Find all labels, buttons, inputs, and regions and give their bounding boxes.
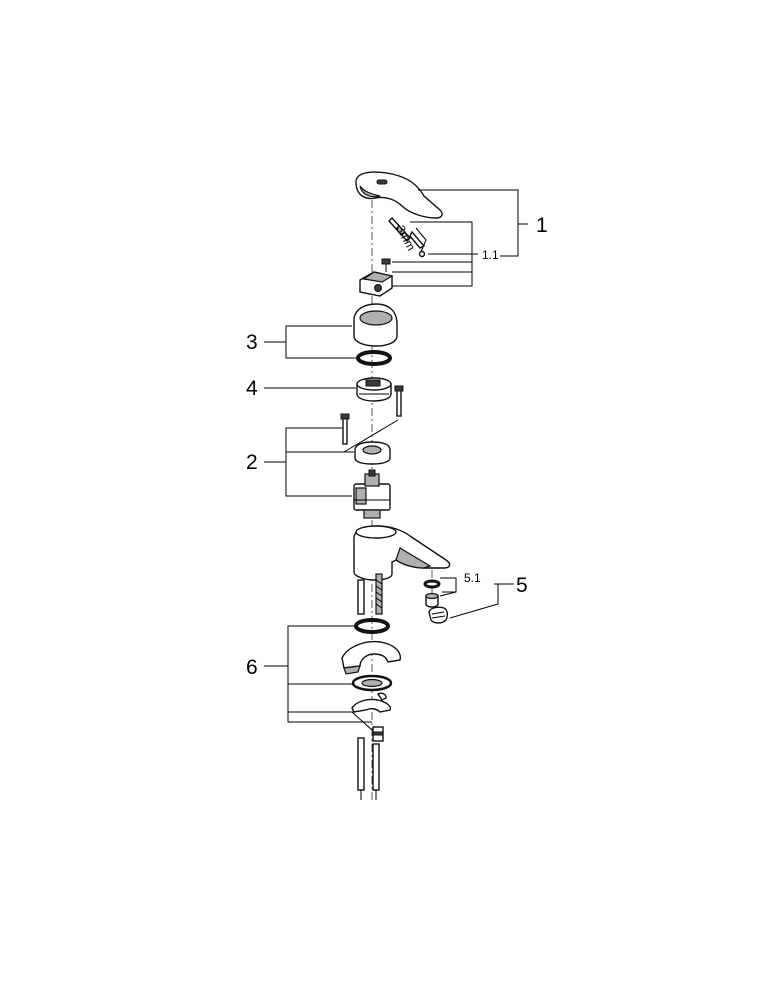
callout-1: 1	[536, 214, 548, 237]
part-fixing-nut	[372, 726, 384, 742]
part-aerator-insert	[425, 592, 439, 608]
part-horseshoe-washer	[341, 640, 401, 675]
tool-size-label: 3mm	[393, 223, 418, 253]
part-cartridge-screws	[340, 385, 404, 445]
part-lever-adapter	[359, 271, 394, 297]
callout-5-1: 5.1	[464, 571, 481, 585]
callout-6: 6	[246, 656, 258, 679]
part-cartridge-nut	[354, 441, 391, 465]
part-aerator-washer	[423, 579, 441, 589]
part-aerator-housing	[428, 606, 449, 624]
callout-2: 2	[246, 451, 258, 474]
part-clamp-plate	[351, 692, 392, 713]
part-support-washer	[351, 674, 393, 692]
part-set-screw-and-key	[388, 216, 427, 258]
leader-lines	[264, 189, 528, 731]
callout-5: 5	[516, 574, 528, 597]
callout-labels: 1 1.1 3mm 3 4 2 5 5.1 6	[246, 214, 548, 679]
part-stop-ring	[356, 377, 392, 402]
callout-1-1: 1.1	[482, 248, 499, 262]
part-cap-o-ring	[356, 350, 392, 366]
part-faucet-body	[353, 525, 451, 581]
part-lever-handle	[355, 171, 443, 219]
part-cartridge	[353, 469, 391, 519]
part-small-screw	[381, 258, 391, 272]
callout-3: 3	[246, 331, 258, 354]
callout-4: 4	[246, 377, 258, 400]
part-supply-hoses-upper	[357, 573, 383, 615]
part-cover-cap	[353, 303, 398, 347]
part-supply-hoses-lower	[357, 737, 380, 800]
part-base-o-ring	[354, 618, 390, 634]
